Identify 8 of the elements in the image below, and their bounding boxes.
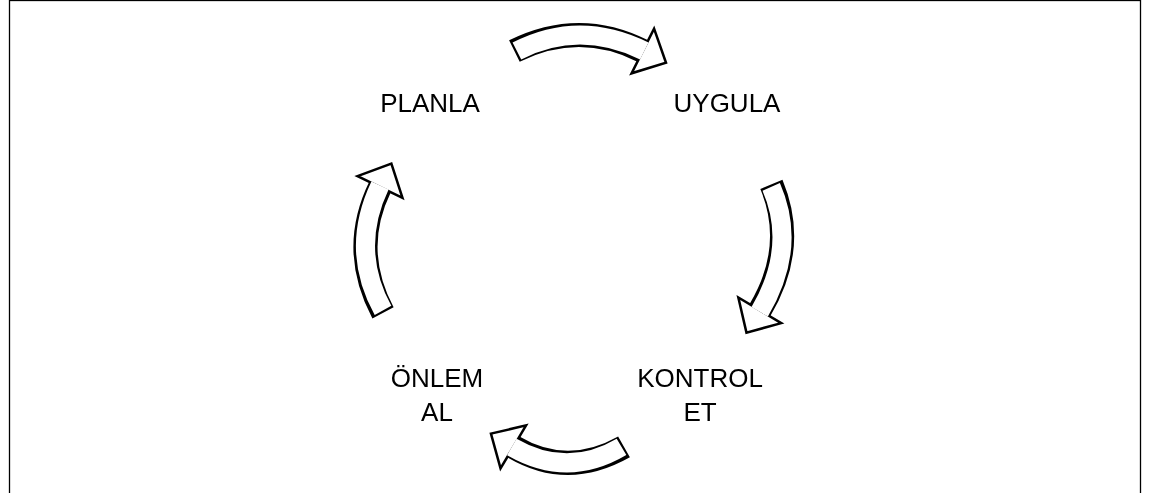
step-label: ÖNLEM AL: [382, 361, 492, 429]
curved-block-arrow: [736, 180, 795, 335]
curved-block-arrow: [353, 162, 405, 319]
step-label: KONTROL ET: [630, 361, 770, 429]
curved-block-arrow: [509, 23, 668, 75]
curved-block-arrow: [489, 423, 630, 475]
step-label: UYGULA: [657, 86, 797, 120]
step-label: PLANLA: [360, 86, 500, 120]
